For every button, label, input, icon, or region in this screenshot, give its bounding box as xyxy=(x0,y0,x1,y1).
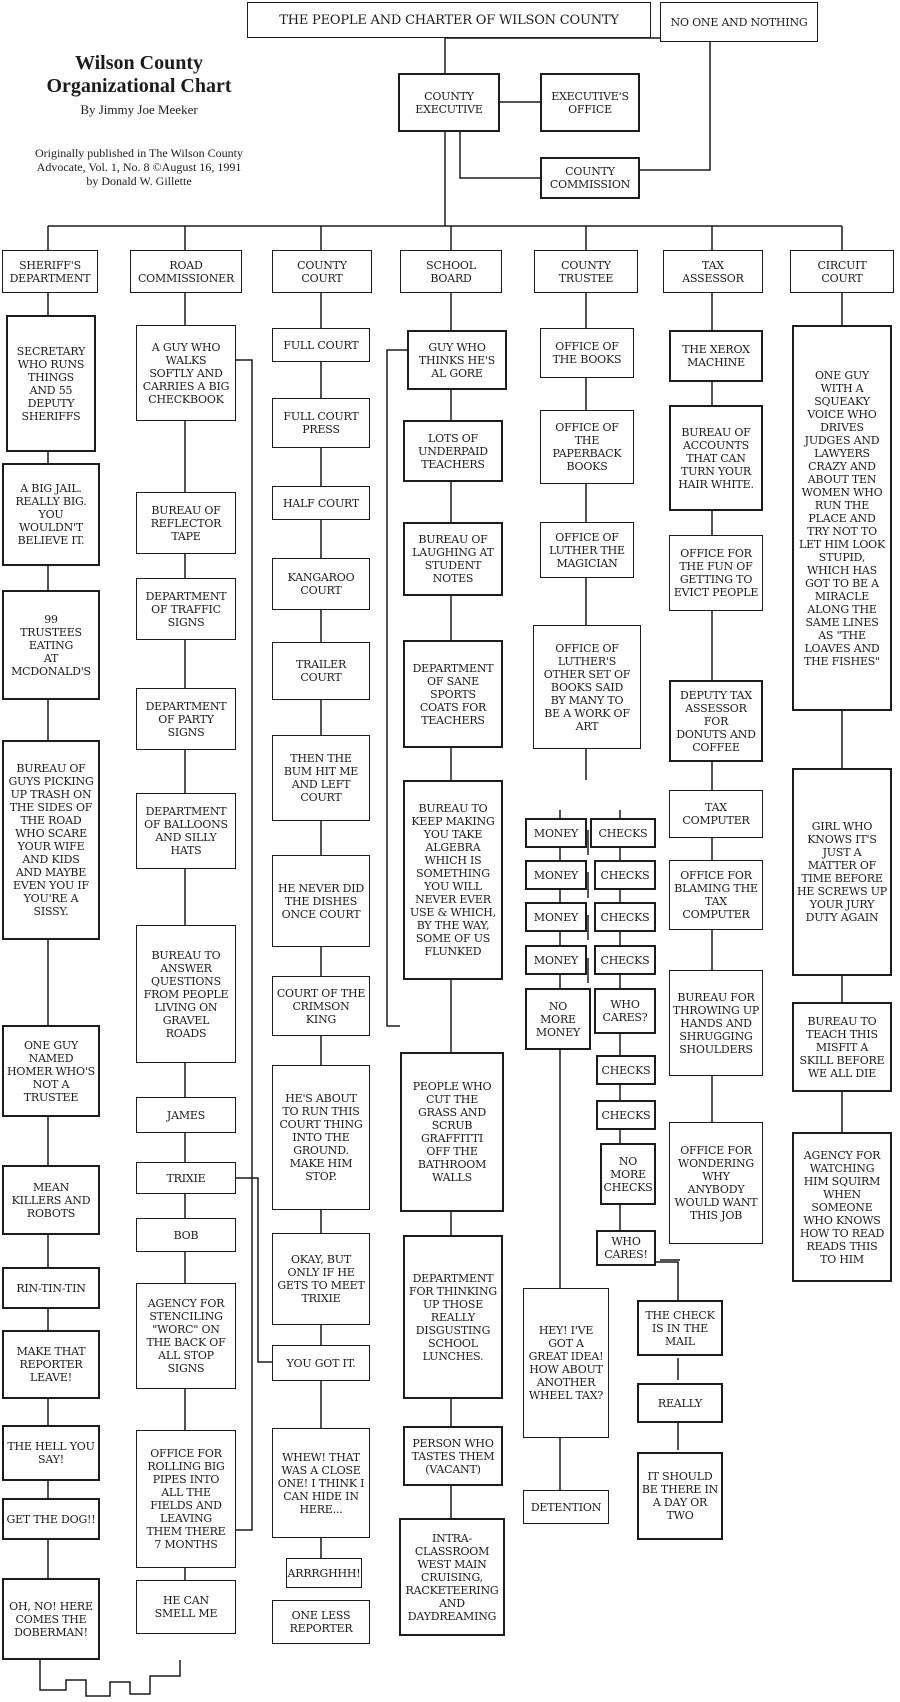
court-item: WHEW! THAT WAS A CLOSE ONE! I THINK I CA… xyxy=(272,1428,370,1538)
trustee-should-be-there: IT SHOULD BE THERE IN A DAY OR TWO xyxy=(637,1452,723,1540)
road-item: JAMES xyxy=(136,1097,236,1133)
court-item: ONE LESS REPORTER xyxy=(272,1600,370,1644)
school-item: BUREAU OF LAUGHING AT STUDENT NOTES xyxy=(403,522,503,596)
trustee-checks: CHECKS xyxy=(596,1055,656,1085)
school-item: INTRA- CLASSROOM WEST MAIN CRUISING, RAC… xyxy=(399,1518,505,1636)
sheriff-item: BUREAU OF GUYS PICKING UP TRASH ON THE S… xyxy=(2,740,100,940)
road-item: AGENCY FOR STENCILING "WORC" ON THE BACK… xyxy=(136,1283,236,1389)
title-line-2: Organizational Chart xyxy=(46,75,232,97)
court-item: FULL COURT xyxy=(272,328,370,362)
county-commission-box: COUNTY COMMISSION xyxy=(540,157,640,199)
court-item: FULL COURT PRESS xyxy=(272,398,370,448)
school-item: PEOPLE WHO CUT THE GRASS AND SCRUB GRAFF… xyxy=(400,1052,504,1212)
dept-tax: TAX ASSESSOR xyxy=(663,250,763,293)
trustee-wheel-tax-idea: HEY! I'VE GOT A GREAT IDEA! HOW ABOUT AN… xyxy=(523,1288,609,1438)
tax-item: BUREAU FOR THROWING UP HANDS AND SHRUGGI… xyxy=(669,970,763,1076)
trustee-no-more-checks: NO MORE CHECKS xyxy=(600,1143,656,1205)
sheriff-item: SECRETARY WHO RUNS THINGS AND 55 DEPUTY … xyxy=(6,315,96,452)
tax-item: OFFICE FOR THE FUN OF GETTING TO EVICT P… xyxy=(669,535,763,611)
trustee-books-item: OFFICE OF THE PAPERBACK BOOKS xyxy=(540,410,634,484)
trustee-who-cares: WHO CARES? xyxy=(594,988,656,1034)
court-item: OKAY, BUT ONLY IF HE GETS TO MEET TRIXIE xyxy=(272,1233,370,1325)
sheriff-item: A BIG JAIL. REALLY BIG. YOU WOULDN'T BEL… xyxy=(2,463,100,566)
court-item: YOU GOT IT. xyxy=(272,1345,370,1381)
school-item: BUREAU TO KEEP MAKING YOU TAKE ALGEBRA W… xyxy=(403,780,503,980)
court-item: KANGAROO COURT xyxy=(272,558,370,610)
dept-sheriff: SHERIFF'S DEPARTMENT xyxy=(2,250,98,293)
road-item: A GUY WHO WALKS SOFTLY AND CARRIES A BIG… xyxy=(136,325,236,421)
road-item: BUREAU TO ANSWER QUESTIONS FROM PEOPLE L… xyxy=(136,925,236,1063)
school-item: GUY WHO THINKS HE'S AL GORE xyxy=(407,330,507,390)
road-item: DEPARTMENT OF PARTY SIGNS xyxy=(136,688,236,750)
byline: By Jimmy Joe Meeker xyxy=(80,102,198,117)
trustee-books-item: OFFICE OF LUTHER THE MAGICIAN xyxy=(540,522,634,578)
sheriff-item: ONE GUY NAMED HOMER WHO'S NOT A TRUSTEE xyxy=(2,1025,100,1117)
trustee-money: MONEY xyxy=(525,818,587,848)
publication-note: Originally published in The Wilson Count… xyxy=(34,146,244,188)
school-item: DEPARTMENT FOR THINKING UP THOSE REALLY … xyxy=(403,1235,503,1399)
tax-item: DEPUTY TAX ASSESSOR FOR DONUTS AND COFFE… xyxy=(669,680,763,762)
trustee-money: MONEY xyxy=(525,902,587,932)
sheriff-item: MEAN KILLERS AND ROBOTS xyxy=(2,1165,100,1235)
court-item: HE NEVER DID THE DISHES ONCE COURT xyxy=(272,855,370,947)
school-item: DEPARTMENT OF SANE SPORTS COATS FOR TEAC… xyxy=(403,640,503,748)
trustee-books-item: OFFICE OF LUTHER'S OTHER SET OF BOOKS SA… xyxy=(533,625,641,749)
school-item: PERSON WHO TASTES THEM (VACANT) xyxy=(403,1426,503,1486)
trustee-who-cares-2: WHO CARES! xyxy=(596,1230,656,1266)
road-item: DEPARTMENT OF BALLOONS AND SILLY HATS xyxy=(136,793,236,869)
sheriff-item: RIN-TIN-TIN xyxy=(2,1267,100,1309)
trustee-checks: CHECKS xyxy=(594,902,656,932)
county-executive-box: COUNTY EXECUTIVE xyxy=(398,73,500,132)
trustee-checks: CHECKS xyxy=(590,818,656,848)
sheriff-item: 99 TRUSTEES EATING AT MCDONALD'S xyxy=(2,590,100,700)
no-one-box: NO ONE AND NOTHING xyxy=(660,2,818,42)
road-item: BUREAU OF REFLECTOR TAPE xyxy=(136,492,236,554)
road-item: OFFICE FOR ROLLING BIG PIPES INTO ALL TH… xyxy=(136,1430,236,1568)
tax-item: BUREAU OF ACCOUNTS THAT CAN TURN YOUR HA… xyxy=(669,405,763,511)
trustee-really: REALLY xyxy=(637,1383,723,1423)
dept-school: SCHOOL BOARD xyxy=(400,250,502,293)
sheriff-item: GET THE DOG!! xyxy=(2,1498,100,1540)
road-item-trixie: TRIXIE xyxy=(136,1162,236,1194)
tax-item: TAX COMPUTER xyxy=(669,790,763,838)
sheriff-item: THE HELL YOU SAY! xyxy=(2,1425,100,1481)
trustee-checks: CHECKS xyxy=(596,1100,656,1130)
court-item: COURT OF THE CRIMSON KING xyxy=(272,976,370,1036)
circuit-item: AGENCY FOR WATCHING HIM SQUIRM WHEN SOME… xyxy=(792,1132,892,1282)
court-item: HALF COURT xyxy=(272,486,370,520)
tax-item: OFFICE FOR BLAMING THE TAX COMPUTER xyxy=(669,860,763,930)
sheriff-item: MAKE THAT REPORTER LEAVE! xyxy=(2,1330,100,1399)
dept-circuit: CIRCUIT COURT xyxy=(790,250,894,293)
trustee-money: MONEY xyxy=(525,860,587,890)
dept-trustee: COUNTY TRUSTEE xyxy=(534,250,638,293)
trustee-books-item: OFFICE OF THE BOOKS xyxy=(540,328,634,378)
court-item: TRAILER COURT xyxy=(272,642,370,700)
tax-item: OFFICE FOR WONDERING WHY ANYBODY WOULD W… xyxy=(669,1122,763,1244)
dept-court: COUNTY COURT xyxy=(272,250,372,293)
road-item: DEPARTMENT OF TRAFFIC SIGNS xyxy=(136,578,236,640)
circuit-item: GIRL WHO KNOWS IT'S JUST A MATTER OF TIM… xyxy=(792,768,892,976)
circuit-item: BUREAU TO TEACH THIS MISFIT A SKILL BEFO… xyxy=(792,1002,892,1092)
trustee-checks: CHECKS xyxy=(594,945,656,975)
court-item: HE'S ABOUT TO RUN THIS COURT THING INTO … xyxy=(272,1065,370,1210)
school-item: LOTS OF UNDERPAID TEACHERS xyxy=(403,420,503,482)
circuit-item: ONE GUY WITH A SQUEAKY VOICE WHO DRIVES … xyxy=(792,325,892,711)
trustee-checks: CHECKS xyxy=(594,860,656,890)
trustee-detention: DETENTION xyxy=(523,1490,609,1524)
chart-title: Wilson County Organizational Chart By Ji… xyxy=(8,52,270,118)
dept-road: ROAD COMMISSIONER xyxy=(130,250,242,293)
trustee-no-more-money: NO MORE MONEY xyxy=(525,988,591,1050)
people-charter-box: THE PEOPLE AND CHARTER OF WILSON COUNTY xyxy=(247,2,651,38)
court-item: THEN THE BUM HIT ME AND LEFT COURT xyxy=(272,735,370,821)
executive-office-box: EXECUTIVE'S OFFICE xyxy=(540,73,640,132)
trustee-check-in-mail: THE CHECK IS IN THE MAIL xyxy=(637,1300,723,1356)
road-item: HE CAN SMELL ME xyxy=(136,1580,236,1634)
sheriff-item: OH, NO! HERE COMES THE DOBERMAN! xyxy=(2,1578,100,1660)
court-item: ARRRGHHH! xyxy=(286,1558,362,1588)
trustee-money: MONEY xyxy=(525,945,587,975)
tax-item: THE XEROX MACHINE xyxy=(669,330,763,382)
title-line-1: Wilson County xyxy=(74,52,203,74)
road-item: BOB xyxy=(136,1218,236,1252)
